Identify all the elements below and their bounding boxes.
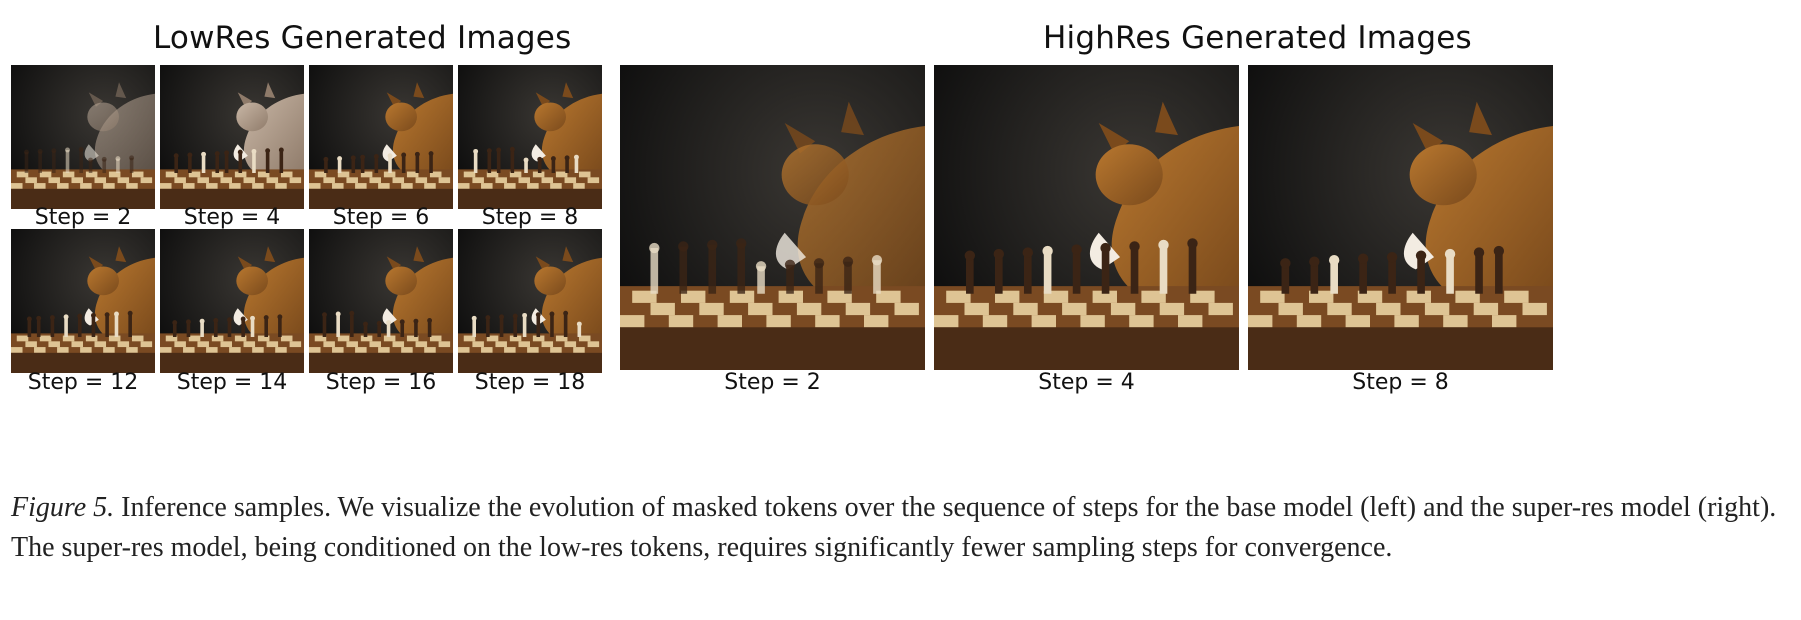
highres-step-label: Step = 8 [1352,370,1449,395]
lowres-sample-image [11,65,155,209]
highres-sample-image [1248,65,1553,370]
figure-label: Figure 5. [11,492,115,523]
caption-text: Inference samples. We visualize the evol… [11,492,1777,563]
highres-sample-image [934,65,1239,370]
lowres-sample-image [160,65,304,209]
lowres-step-label: Step = 4 [183,205,281,230]
lowres-step-label: Step = 18 [474,370,586,395]
highres-sample-image [620,65,925,370]
highres-step-label: Step = 4 [1038,370,1135,395]
highres-title: HighRes Generated Images [1043,20,1472,56]
lowres-sample-image [160,229,304,373]
lowres-sample-image [309,65,453,209]
lowres-sample-image [11,229,155,373]
lowres-step-label: Step = 6 [332,205,430,230]
lowres-sample-image [458,65,602,209]
highres-step-label: Step = 2 [724,370,821,395]
lowres-title: LowRes Generated Images [153,20,572,56]
lowres-step-label: Step = 2 [34,205,132,230]
figure-caption: Figure 5. Inference samples. We visualiz… [11,488,1786,568]
lowres-step-label: Step = 12 [27,370,139,395]
lowres-sample-image [458,229,602,373]
lowres-sample-image [309,229,453,373]
lowres-step-label: Step = 16 [325,370,437,395]
lowres-step-label: Step = 8 [481,205,579,230]
lowres-step-label: Step = 14 [176,370,288,395]
